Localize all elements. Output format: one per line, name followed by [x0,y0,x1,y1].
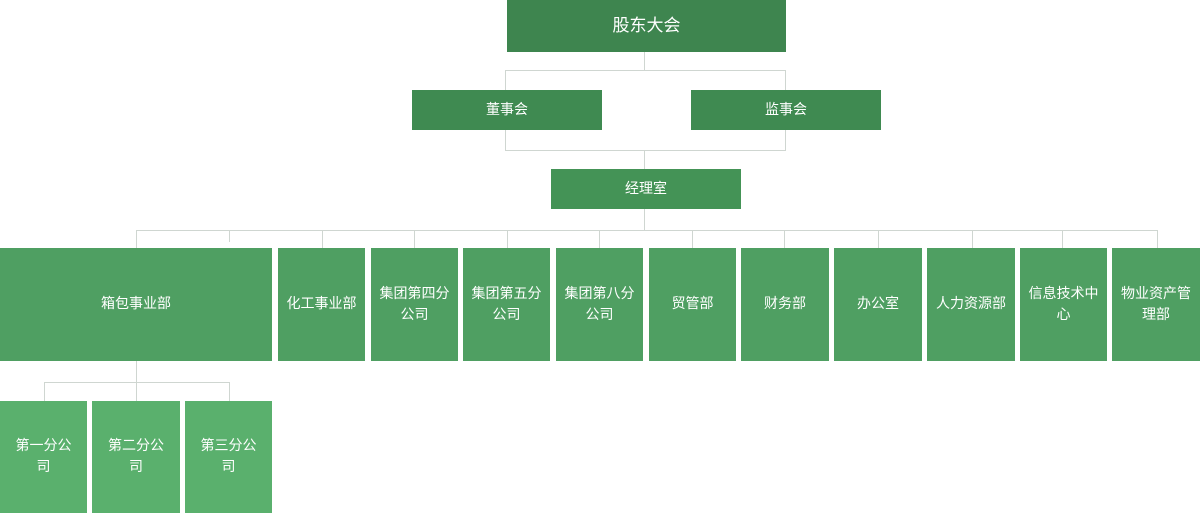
node-label: 箱包事业部 [101,296,171,312]
connector-line [44,382,230,383]
node-label: 监事会 [765,101,807,118]
node-label: 集团第八分公司 [564,285,635,323]
connector-line [692,230,693,248]
connector-line [414,230,415,248]
connector-line [644,150,645,169]
connector-line [505,150,786,151]
connector-line [505,70,506,90]
manager-office-node: 经理室 [551,169,741,209]
node-label: 信息技术中心 [1028,285,1099,323]
department-node: 信息技术中心 [1020,248,1107,361]
department-node: 化工事业部 [278,248,365,361]
connector-line [136,230,1158,231]
connector-line [599,230,600,248]
node-label: 第二分公司 [108,438,164,475]
node-label: 物业资产管理部 [1121,285,1191,323]
department-node: 财务部 [741,248,829,361]
connector-line [785,130,786,150]
connector-line [784,230,785,248]
node-label: 集团第五分公司 [471,285,542,323]
connector-line [136,382,137,401]
node-label: 贸管部 [671,296,714,312]
node-label: 第一分公司 [15,438,72,475]
connector-line [1062,230,1063,248]
department-node: 集团第八分公司 [556,248,643,361]
connector-line [505,70,786,71]
node-label: 人力资源部 [936,296,1006,312]
connector-line [785,70,786,90]
connector-line [229,230,230,242]
department-node: 贸管部 [649,248,736,361]
department-node: 办公室 [834,248,922,361]
node-label: 集团第四分公司 [379,285,450,323]
department-node: 物业资产管理部 [1112,248,1200,361]
connector-line [505,130,506,150]
board-of-supervisors-node: 监事会 [691,90,881,130]
connector-line [44,382,45,401]
node-label: 经理室 [625,180,667,197]
connector-line [644,52,645,70]
board-of-directors-node: 董事会 [412,90,602,130]
node-label: 股东大会 [612,15,681,36]
node-label: 董事会 [486,101,528,118]
department-node: 箱包事业部 [0,248,272,361]
node-label: 第三分公司 [200,438,257,475]
node-label: 化工事业部 [286,296,357,312]
connector-line [507,230,508,248]
shareholders-meeting-node: 股东大会 [507,0,786,52]
connector-line [322,230,323,248]
connector-line [972,230,973,248]
subsidiary-node: 第三分公司 [185,401,272,513]
subsidiary-node: 第二分公司 [92,401,180,513]
connector-line [1157,230,1158,248]
department-node: 集团第四分公司 [371,248,458,361]
connector-line [878,230,879,248]
department-node: 人力资源部 [927,248,1015,361]
department-node: 集团第五分公司 [463,248,550,361]
connector-line [229,382,230,401]
connector-line [136,361,137,382]
node-label: 财务部 [764,296,806,312]
connector-line [136,230,137,248]
node-label: 办公室 [857,296,899,312]
connector-line [644,209,645,230]
subsidiary-node: 第一分公司 [0,401,87,513]
